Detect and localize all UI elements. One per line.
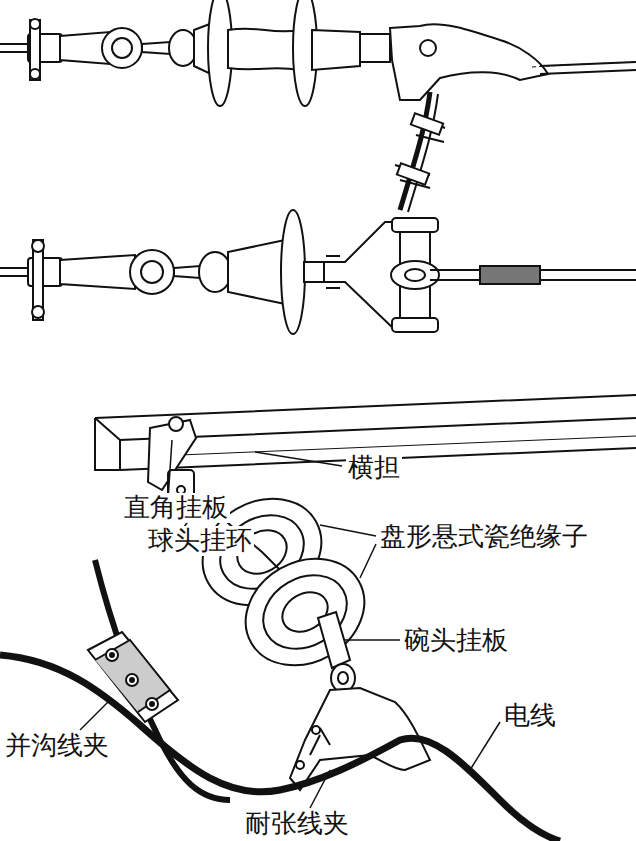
part-label: 横担 [346, 453, 402, 483]
part-label: 耐张线夹 [243, 809, 351, 839]
middle-assembly [0, 210, 636, 334]
bottom-assembly [0, 395, 636, 841]
top-assembly [0, 0, 636, 212]
part-label: 球头挂环 [146, 526, 254, 556]
part-label: 盘形悬式瓷绝缘子 [378, 522, 590, 552]
part-label: 碗头挂板 [402, 626, 510, 656]
part-label: 并沟线夹 [3, 731, 111, 761]
part-label: 电线 [502, 701, 558, 731]
part-label: 直角挂板 [122, 493, 230, 523]
leader-lines [80, 440, 500, 808]
